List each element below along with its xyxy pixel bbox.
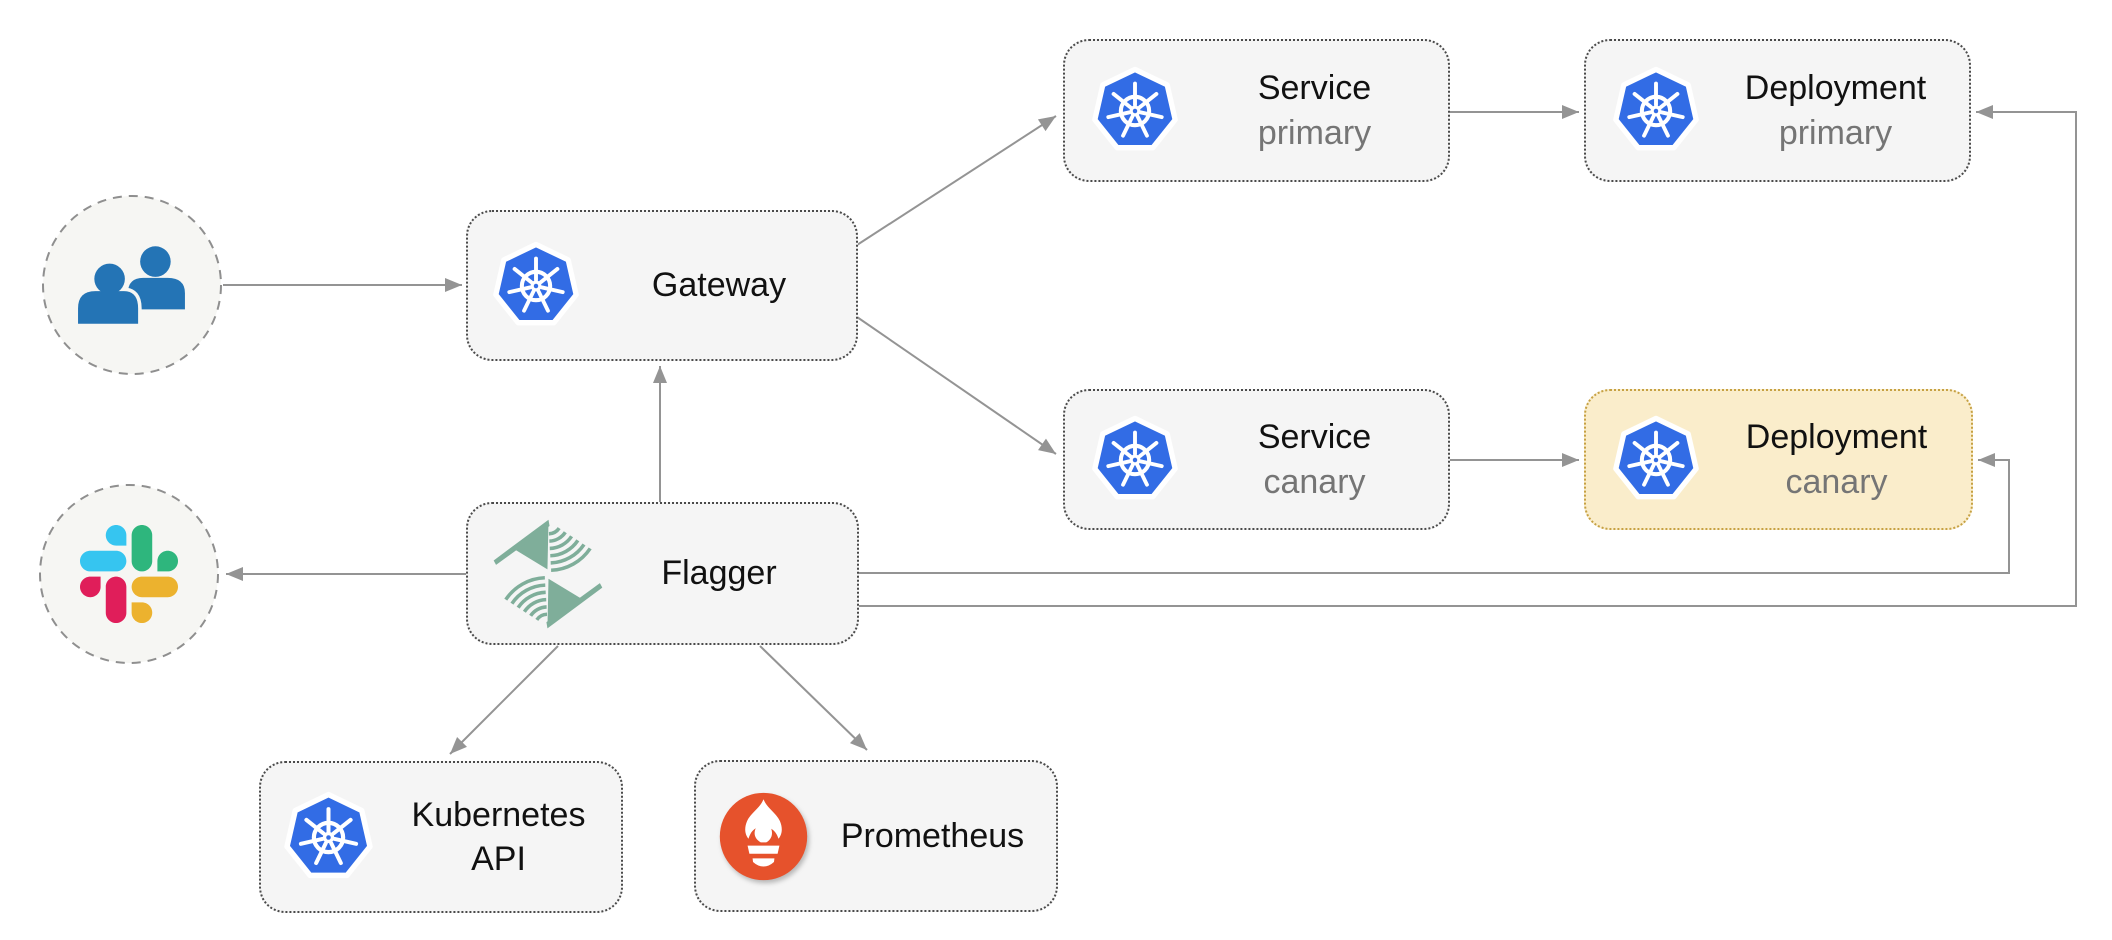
deployment-primary-subtitle: primary [1778, 113, 1893, 152]
slack-circle [39, 484, 219, 664]
flagger-label: Flagger [661, 554, 777, 592]
service-canary-node: Service canary [1063, 389, 1450, 530]
deployment-primary-node: Deployment primary [1584, 39, 1971, 182]
kubernetes-icon [1089, 65, 1181, 157]
service-canary-subtitle: canary [1263, 462, 1366, 501]
kubernetes-api-node: Kubernetes API [259, 761, 623, 913]
edge-flagger-deployment-primary [859, 105, 2077, 607]
users-icon [76, 244, 188, 326]
prometheus-node: Prometheus [694, 760, 1058, 912]
prometheus-icon [718, 791, 809, 882]
service-primary-title: Service [1257, 68, 1372, 107]
gateway-node: Gateway [466, 210, 858, 361]
gateway-label: Gateway [651, 266, 787, 304]
flagger-node: Flagger [466, 502, 859, 645]
deployment-canary-title: Deployment [1745, 417, 1928, 456]
kubernetes-icon [1089, 414, 1181, 506]
edge-flagger-prometheus [759, 645, 868, 751]
service-canary-title: Service [1257, 417, 1372, 456]
kubernetes-icon [1610, 65, 1702, 157]
service-primary-subtitle: primary [1257, 113, 1372, 152]
kubernetes-icon [281, 790, 376, 885]
edge-flagger-kubernetes-api [449, 645, 559, 755]
deployment-canary-subtitle: canary [1785, 462, 1888, 501]
kubernetes-icon [1610, 414, 1702, 506]
kubernetes-api-line2: API [471, 840, 526, 878]
slack-icon [80, 525, 178, 623]
users-node [42, 195, 222, 375]
edge-flagger-deployment-canary [859, 453, 2010, 574]
edge-gateway-service-canary [856, 316, 1057, 455]
deployment-primary-title: Deployment [1744, 68, 1927, 107]
service-primary-node: Service primary [1063, 39, 1450, 182]
kubernetes-api-line1: Kubernetes [411, 796, 586, 834]
edge-gateway-service-primary [856, 115, 1057, 246]
deployment-canary-node: Deployment canary [1584, 389, 1973, 530]
flagger-icon [490, 515, 607, 632]
slack-node [39, 484, 219, 664]
kubernetes-icon [490, 240, 582, 332]
prometheus-label: Prometheus [840, 816, 1025, 855]
